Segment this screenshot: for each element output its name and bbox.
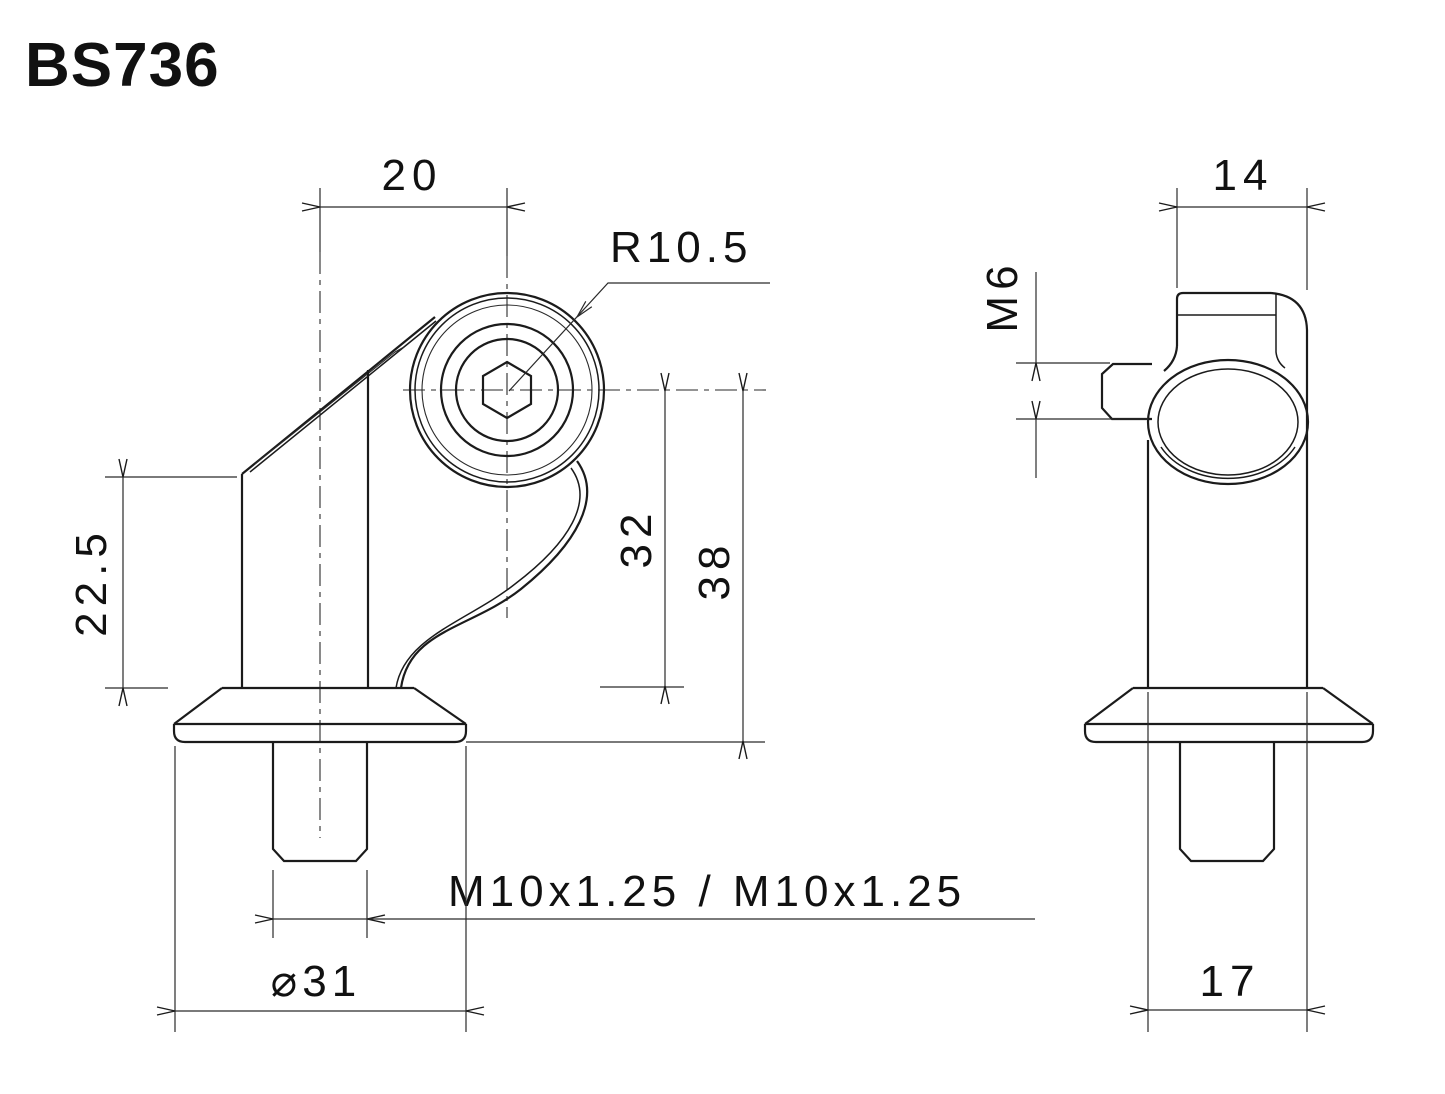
side-body-outline [1146, 440, 1309, 688]
dim-32-label: 32 [612, 508, 661, 569]
part-code-label: BS736 [25, 31, 220, 100]
dimension-body-height: 22.5 [67, 458, 237, 707]
dimension-stud-threads: M10x1.25 / M10x1.25 [254, 867, 1035, 938]
dim-20-label: 20 [382, 151, 443, 200]
boss-circles [408, 291, 606, 489]
dimension-axis-to-base: 38 [466, 372, 765, 760]
dim-r10-5-label: R10.5 [610, 223, 752, 272]
dimension-base-diameter: ⌀31 [156, 746, 485, 1032]
dimension-axis-to-flange-top: 32 [600, 372, 684, 705]
dim-17-label: 17 [1200, 957, 1261, 1006]
boss-ellipses [1146, 358, 1310, 486]
dim-m6-label: M6 [978, 259, 1027, 332]
stud-outline [271, 742, 369, 863]
front-view: 20 R10.5 22.5 32 38 [67, 151, 1035, 1032]
side-flange-outline [1083, 686, 1375, 744]
dim-38-label: 38 [690, 540, 739, 601]
dimension-side-body-width: 17 [1129, 692, 1326, 1032]
dimension-boss-radius: R10.5 [508, 223, 770, 392]
flange-outline [172, 686, 468, 744]
dimension-clamp-screw: M6 [978, 259, 1148, 478]
dim-m10-label: M10x1.25 / M10x1.25 [448, 867, 966, 916]
hex-socket [481, 360, 533, 420]
side-view: 14 M6 17 [978, 151, 1375, 1032]
dim-22-5-label: 22.5 [67, 527, 116, 637]
clamp-head-outline [1163, 291, 1309, 462]
side-stud-outline [1178, 742, 1276, 863]
clamp-tab-outline [1100, 362, 1152, 421]
dimension-pivot-offset: 20 [301, 151, 526, 256]
dimension-clamp-width: 14 [1158, 151, 1326, 290]
arm-outline [240, 316, 589, 689]
front-view-centerlines [319, 252, 766, 838]
dim-14-label: 14 [1213, 151, 1274, 200]
dim-dia31-label: ⌀31 [271, 957, 361, 1006]
